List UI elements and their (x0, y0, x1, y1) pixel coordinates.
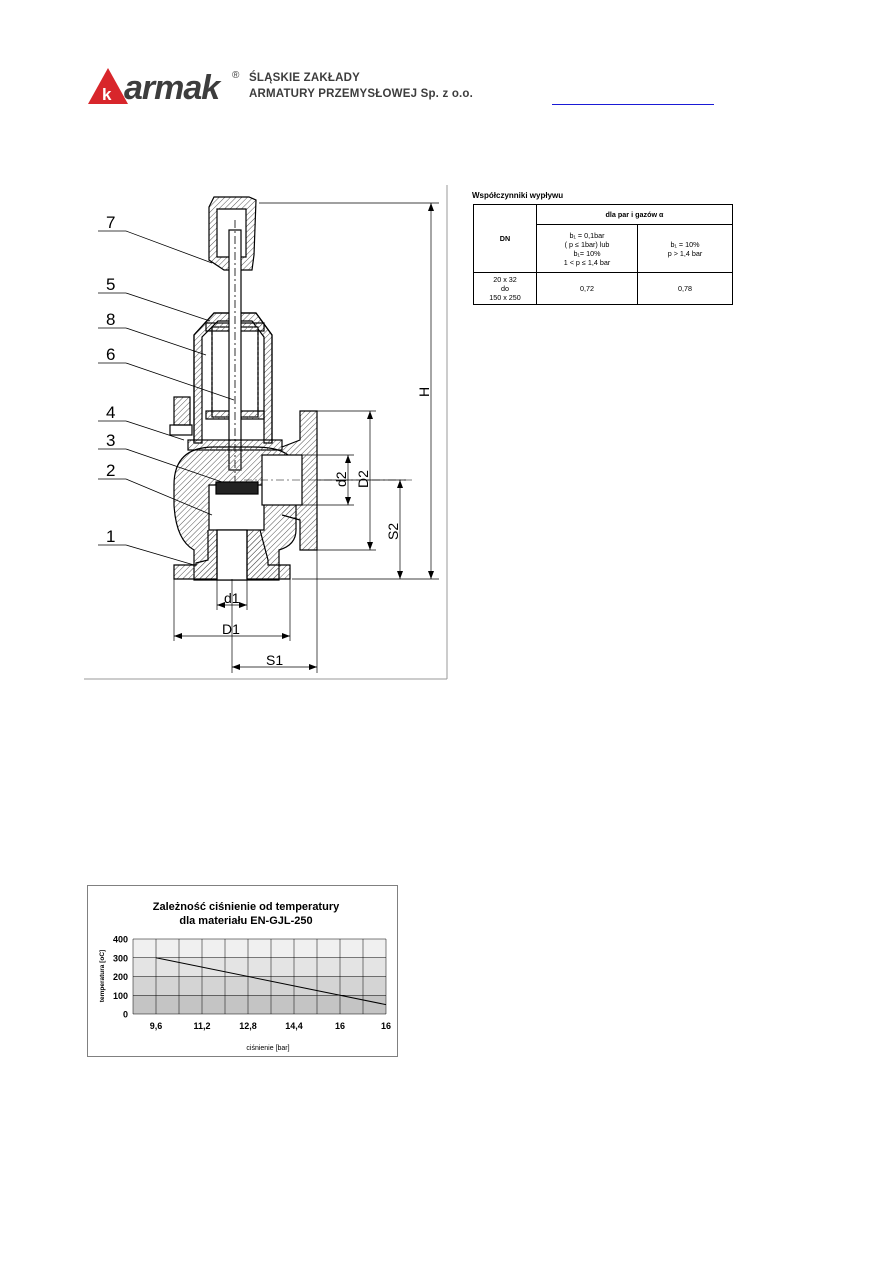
outflow-coefficient-table: DN dla par i gazów α b₁ = 0,1bar ( p ≤ 1… (473, 204, 733, 305)
chart-x-label: ciśnienie [bar] (246, 1045, 289, 1052)
chart-band (133, 995, 386, 1014)
table-row: 20 x 32 do 150 x 250 0,72 0,78 (473, 272, 733, 305)
dim-label-D2: D2 (355, 470, 371, 488)
dim-label-d1: d1 (224, 590, 240, 606)
company-name-line2: ARMATURY PRZEMYSŁOWEJ Sp. z o.o. (249, 88, 474, 100)
valve-body (169, 196, 414, 581)
col1-header: b₁ = 0,1bar ( p ≤ 1bar) lub b₁= 10% 1 < … (536, 224, 638, 273)
part-number-6: 6 (106, 345, 115, 364)
chart-band (133, 957, 386, 977)
y-tick-label: 400 (113, 935, 128, 945)
chart-subtitle: dla materiału EN-GJL-250 (179, 915, 312, 927)
y-tick-label: 100 (113, 991, 128, 1001)
armak-logo: k armak ® (88, 68, 240, 106)
dim-label-S2: S2 (385, 523, 401, 540)
part-number-4: 4 (106, 403, 115, 422)
logo-registered-mark: ® (232, 70, 240, 81)
x-tick-label: 14,4 (285, 1021, 303, 1031)
dim-label-S1: S1 (266, 652, 283, 668)
table-title: Współczynniki wypływu (472, 191, 564, 200)
chart-band (133, 976, 386, 996)
chart-title: Zależność ciśnienie od temperatury (153, 901, 340, 913)
logo-triangle-icon (88, 68, 128, 104)
valve-technical-drawing: 7 5 8 6 4 3 2 1 (84, 185, 448, 680)
col2-header: b₁ = 10% p > 1,4 bar (637, 224, 733, 273)
part-number-7: 7 (106, 213, 115, 232)
y-tick-label: 200 (113, 972, 128, 982)
group-header: dla par i gazów α (536, 204, 733, 225)
logo-k-letter: k (102, 85, 112, 104)
chart-y-label: temperatura [oC] (99, 950, 106, 1002)
part-number-2: 2 (106, 461, 115, 480)
dim-label-d2: d2 (333, 471, 349, 487)
dn-header: DN (473, 204, 537, 273)
dn-cell: 20 x 32 do 150 x 250 (473, 272, 537, 305)
dim-label-H: H (416, 387, 432, 397)
value-cell-1: 0,72 (536, 272, 638, 305)
chart-band (133, 939, 386, 958)
value-cell-2: 0,78 (637, 272, 733, 305)
pressure-temperature-chart: 0 100 200 300 400 9,6 11,2 12,8 14,4 16 16 Zależno… (99, 901, 391, 1052)
x-tick-label: 16 (381, 1021, 391, 1031)
part-number-8: 8 (106, 310, 115, 329)
part-number-3: 3 (106, 431, 115, 450)
part-number-1: 1 (106, 527, 115, 546)
x-tick-label: 11,2 (193, 1021, 210, 1031)
y-tick-label: 0 (123, 1010, 128, 1020)
header-link[interactable] (552, 86, 714, 105)
x-tick-label: 9,6 (150, 1021, 163, 1031)
logo-wordmark: armak (124, 69, 222, 106)
dim-label-D1: D1 (222, 621, 240, 637)
x-tick-label: 12,8 (239, 1021, 257, 1031)
series-line (155, 957, 387, 1006)
company-name-line1: ŚLĄSKIE ZAKŁADY (249, 72, 360, 84)
part-number-5: 5 (106, 275, 115, 294)
y-tick-label: 300 (113, 953, 128, 963)
x-tick-label: 16 (335, 1021, 345, 1031)
